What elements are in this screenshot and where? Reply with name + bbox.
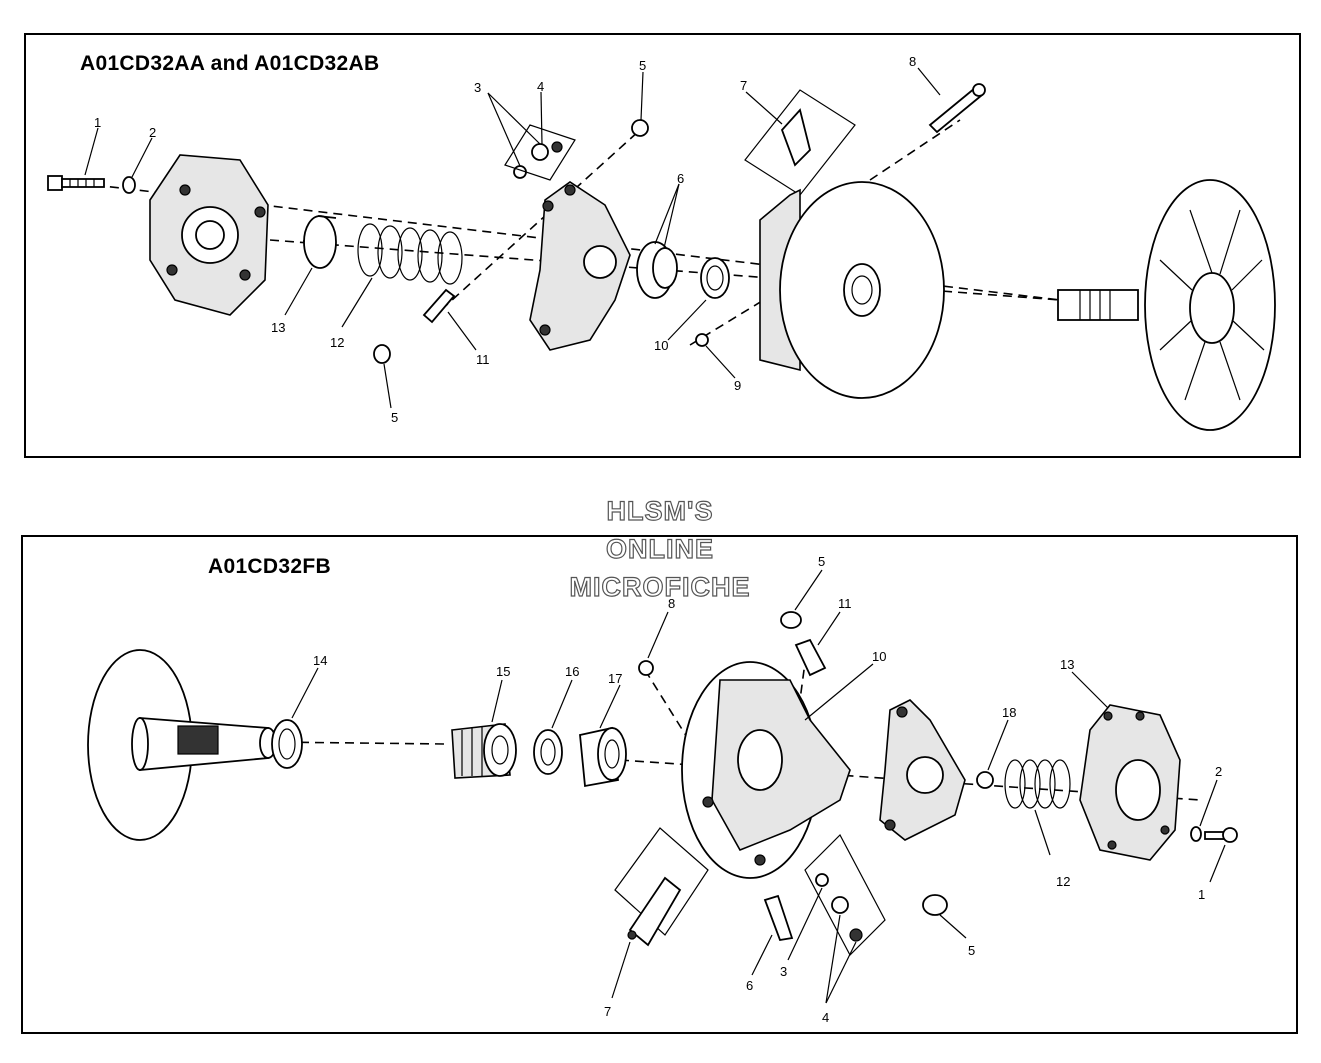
callout-top-9: 9 xyxy=(734,378,741,393)
nut-part-3 xyxy=(815,873,829,887)
callout-bottom-3: 3 xyxy=(780,964,787,979)
callout-top-5b: 5 xyxy=(391,410,398,425)
callout-top-7: 7 xyxy=(740,78,747,93)
cap-part-5-upper xyxy=(780,611,802,629)
fixed-sheave-fan xyxy=(1057,179,1276,431)
callout-bottom-11: 11 xyxy=(838,596,852,611)
callout-top-12: 12 xyxy=(330,335,344,350)
weight-part-7 xyxy=(614,827,709,947)
roller-part-4b xyxy=(849,928,863,942)
callout-bottom-14: 14 xyxy=(313,653,327,668)
callout-bottom-8: 8 xyxy=(668,596,675,611)
cap-part-5-lower xyxy=(373,344,391,364)
roller-part-4 xyxy=(831,896,849,914)
bolt-part-1 xyxy=(47,175,105,191)
nut-part-8 xyxy=(638,660,654,676)
watermark-line-1: HLSM'S xyxy=(606,495,714,526)
roller-part-4b xyxy=(551,141,563,153)
callout-top-5a: 5 xyxy=(639,58,646,73)
nut-part-18 xyxy=(976,771,994,789)
bolt-part-1 xyxy=(1204,827,1238,843)
callout-bottom-17: 17 xyxy=(608,671,622,686)
callout-top-6: 6 xyxy=(677,171,684,186)
callout-bottom-7: 7 xyxy=(604,1004,611,1019)
callout-top-2: 2 xyxy=(149,125,156,140)
diagram-panel-top xyxy=(24,33,1301,458)
callout-top-8: 8 xyxy=(909,54,916,69)
callout-bottom-5b: 5 xyxy=(968,943,975,958)
callout-top-4: 4 xyxy=(537,79,544,94)
callout-top-1: 1 xyxy=(94,115,101,130)
movable-sheave xyxy=(759,181,945,399)
callout-bottom-16: 16 xyxy=(565,664,579,679)
callout-bottom-13: 13 xyxy=(1060,657,1074,672)
cover-housing xyxy=(149,154,269,316)
callout-top-13: 13 xyxy=(271,320,285,335)
fixed-sheave-shaft xyxy=(87,649,277,841)
callout-top-11: 11 xyxy=(476,352,490,367)
callout-bottom-18: 18 xyxy=(1002,705,1016,720)
movable-sheave-bottom xyxy=(681,661,851,879)
callout-bottom-5a: 5 xyxy=(818,554,825,569)
watermark-line-2: ONLINE xyxy=(605,533,714,564)
callout-top-3: 3 xyxy=(474,80,481,95)
spider-part xyxy=(529,181,631,351)
top-assembly-drawing xyxy=(47,67,1276,431)
bottom-assembly-drawing xyxy=(87,569,1238,1004)
spider-part-bottom xyxy=(879,699,966,841)
cap-part-5-lower xyxy=(922,894,948,916)
bushing-part-17 xyxy=(579,726,627,788)
screw-part-8 xyxy=(928,83,986,134)
bushing-part-10 xyxy=(700,257,730,299)
panel-bottom-title: A01CD32FB xyxy=(208,555,331,578)
cover-part-13 xyxy=(1079,704,1181,861)
nut-part-9 xyxy=(695,333,709,347)
callout-bottom-15: 15 xyxy=(496,664,510,679)
callout-top-10: 10 xyxy=(654,338,668,353)
washer-part-2 xyxy=(1190,826,1202,842)
roller-part-4 xyxy=(531,143,549,161)
ring-part-16 xyxy=(533,729,563,775)
screw-part-6 xyxy=(763,894,794,942)
watermark-line-3: MICROFICHE xyxy=(569,571,751,602)
panel-top-title: A01CD32AA and A01CD32AB xyxy=(80,52,380,75)
pin-part-11 xyxy=(422,288,456,324)
diagram-panel-bottom xyxy=(21,535,1298,1034)
spring-part-12 xyxy=(1004,759,1071,809)
callout-bottom-10: 10 xyxy=(872,649,886,664)
callout-bottom-6: 6 xyxy=(746,978,753,993)
pin-part-11 xyxy=(794,638,827,677)
bearing-part-15 xyxy=(451,723,517,779)
spring-part-12 xyxy=(357,223,463,285)
sleeve-part-13 xyxy=(303,215,337,269)
bearing-part-6b xyxy=(652,247,678,289)
weight-part-7 xyxy=(744,89,856,196)
cap-part-5-upper xyxy=(631,119,649,137)
callout-bottom-2: 2 xyxy=(1215,764,1222,779)
washer-part-2 xyxy=(122,176,136,194)
washer-part-14 xyxy=(271,719,303,769)
callout-bottom-1: 1 xyxy=(1198,887,1205,902)
callout-bottom-12: 12 xyxy=(1056,874,1070,889)
callout-bottom-4: 4 xyxy=(822,1010,829,1025)
